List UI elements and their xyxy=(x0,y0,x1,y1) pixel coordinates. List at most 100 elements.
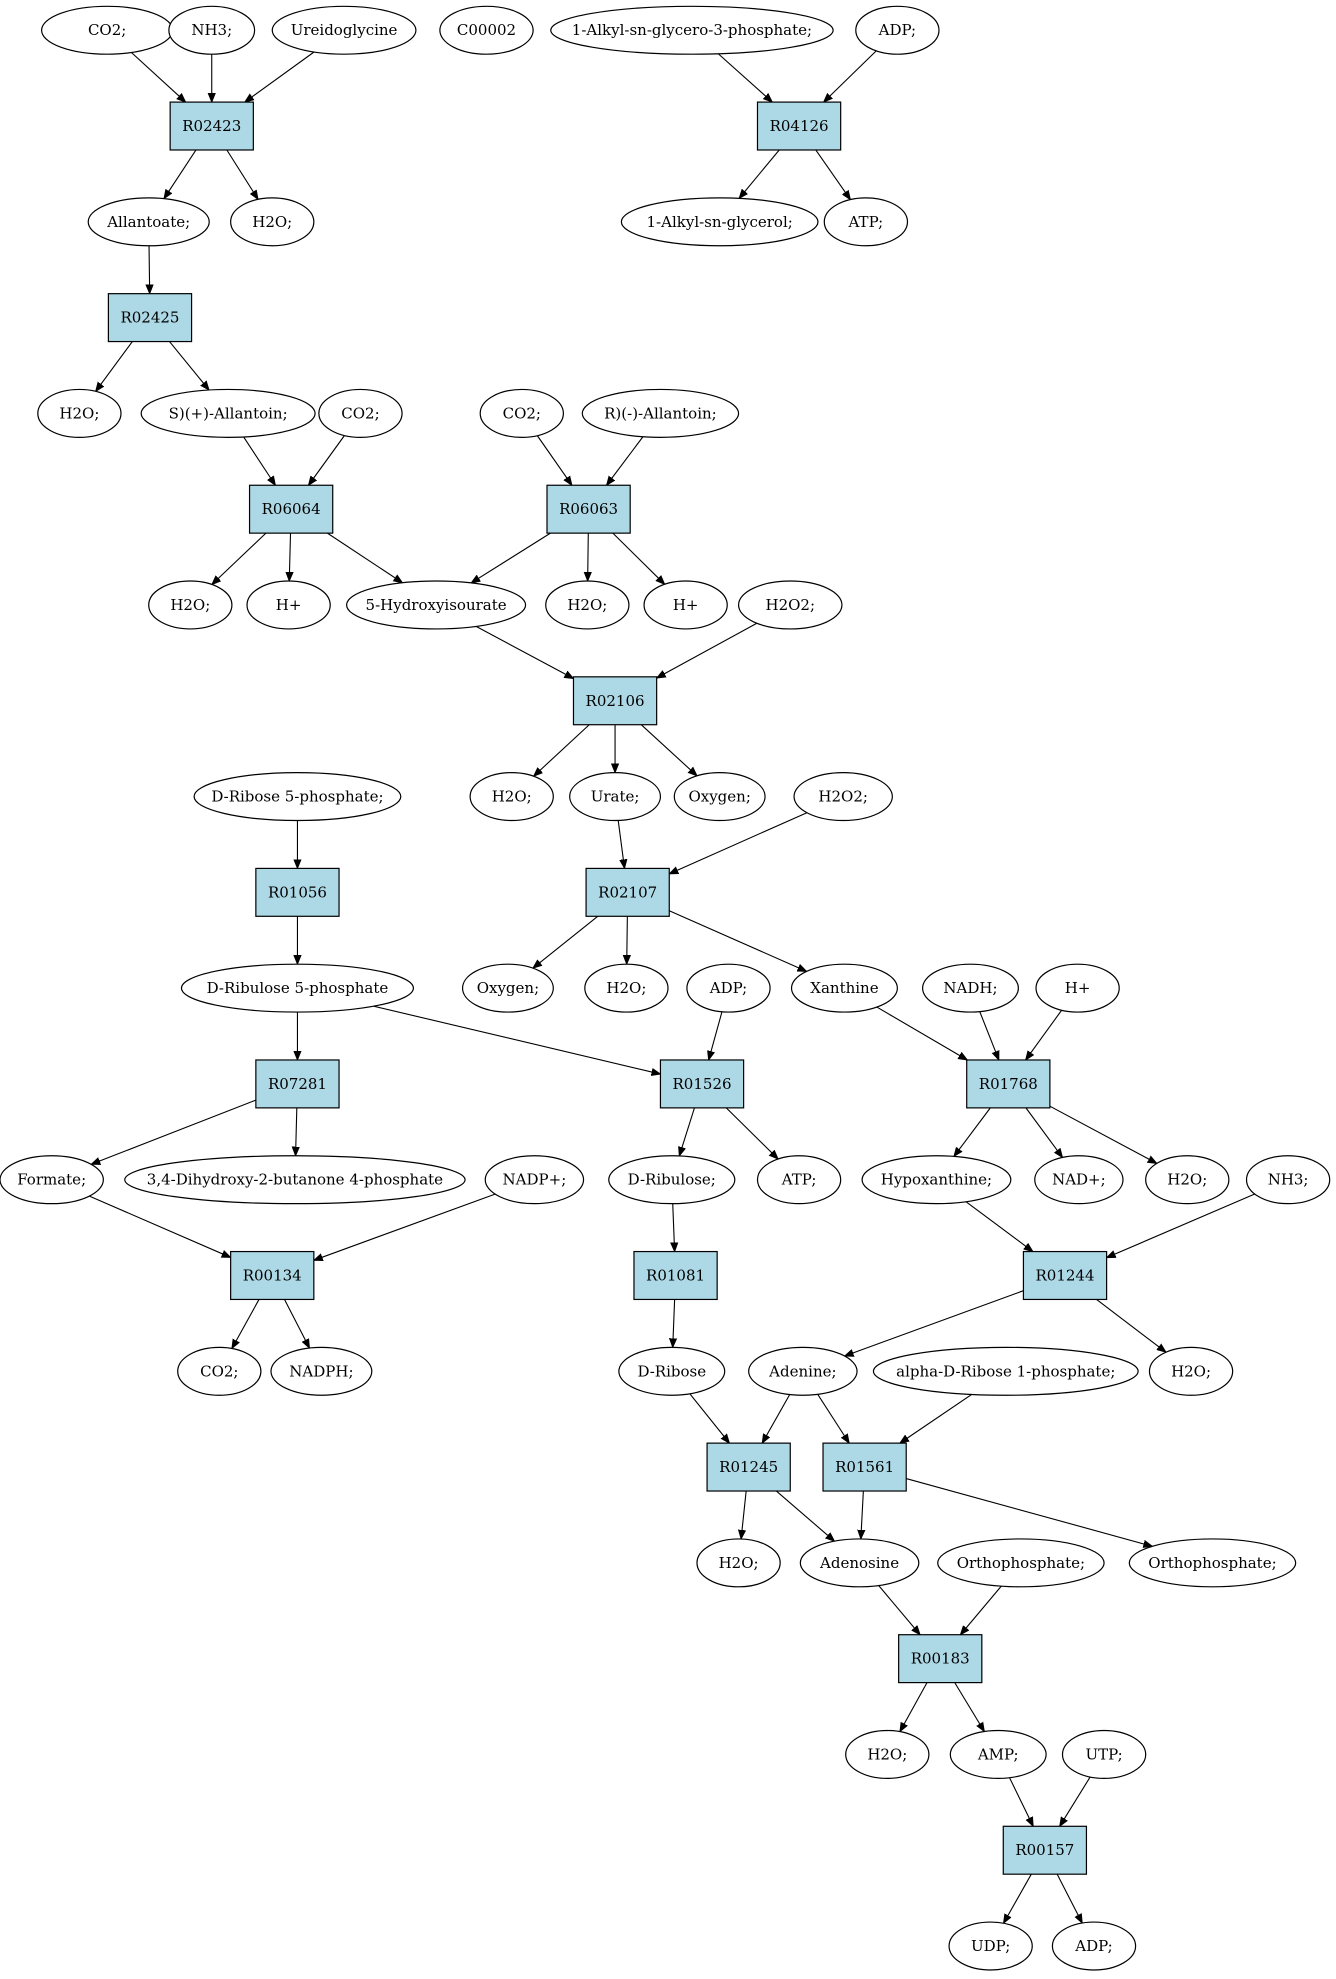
compound-node[interactable]: C00002 xyxy=(439,5,534,55)
reaction-node[interactable]: R06064 xyxy=(248,484,334,534)
compound-ellipse xyxy=(748,1346,858,1396)
compound-ellipse xyxy=(872,1346,1139,1396)
edge-arrow xyxy=(878,1585,920,1635)
compound-node[interactable]: H2O; xyxy=(148,580,233,630)
compound-node[interactable]: Adenosine xyxy=(799,1538,920,1588)
compound-ellipse xyxy=(439,5,534,55)
edge-arrow xyxy=(845,1290,1024,1356)
compound-node[interactable]: NADPH; xyxy=(270,1346,373,1396)
edge-arrow xyxy=(906,1478,1152,1547)
compound-node[interactable]: 1-Alkyl-sn-glycero-3-phosphate; xyxy=(550,5,834,55)
compound-node[interactable]: UDP; xyxy=(948,1921,1033,1971)
compound-node[interactable]: H2O; xyxy=(230,197,315,247)
edge-arrow xyxy=(533,915,599,968)
compound-node[interactable]: H2O; xyxy=(845,1729,930,1779)
compound-node[interactable]: CO2; xyxy=(479,388,564,438)
compound-node[interactable]: D-Ribulose 5-phosphate xyxy=(180,963,415,1013)
node-label: D-Ribose 5-phosphate; xyxy=(211,788,383,806)
compound-node[interactable]: Ureidoglycine xyxy=(271,5,417,55)
compound-node[interactable]: S)(+)-Allantoin; xyxy=(140,388,316,438)
compound-node[interactable]: NADP+; xyxy=(484,1155,585,1205)
compound-ellipse xyxy=(246,580,331,630)
reaction-node[interactable]: R01244 xyxy=(1022,1250,1108,1301)
compound-node[interactable]: H2O; xyxy=(696,1538,781,1588)
compound-node[interactable]: ADP; xyxy=(1051,1921,1137,1971)
compound-node[interactable]: Hypoxanthine; xyxy=(861,1155,1012,1205)
compound-node[interactable]: H2O; xyxy=(469,772,554,822)
reaction-node[interactable]: R01526 xyxy=(659,1059,745,1109)
compound-node[interactable]: UTP; xyxy=(1061,1729,1147,1779)
compound-node[interactable]: ADP; xyxy=(686,963,771,1013)
compound-node[interactable]: NH3; xyxy=(1245,1155,1331,1205)
compound-node[interactable]: H2O; xyxy=(37,388,122,438)
compound-node[interactable]: D-Ribulose; xyxy=(608,1155,736,1205)
reaction-node[interactable]: R00183 xyxy=(898,1634,983,1684)
compound-node[interactable]: alpha-D-Ribose 1-phosphate; xyxy=(872,1346,1139,1396)
compound-node[interactable]: Formate; xyxy=(0,1155,104,1205)
compound-node[interactable]: 1-Alkyl-sn-glycerol; xyxy=(620,197,819,247)
reaction-node[interactable]: R00134 xyxy=(230,1250,315,1301)
reaction-node[interactable]: R01056 xyxy=(255,867,340,917)
reaction-node[interactable]: R07281 xyxy=(255,1059,340,1109)
edge-arrow xyxy=(226,149,258,199)
compound-node[interactable]: H+ xyxy=(246,580,331,630)
compound-node[interactable]: Orthophosphate; xyxy=(937,1538,1105,1588)
compound-node[interactable]: H2O2; xyxy=(737,580,843,630)
reaction-node[interactable]: R01245 xyxy=(706,1442,791,1492)
compound-node[interactable]: AMP; xyxy=(949,1729,1047,1779)
compound-node[interactable]: H2O; xyxy=(584,963,669,1013)
compound-node[interactable]: Urate; xyxy=(569,772,662,822)
compound-node[interactable]: H2O; xyxy=(1148,1346,1234,1396)
compound-node[interactable]: H2O; xyxy=(1145,1155,1230,1205)
reaction-node[interactable]: R02106 xyxy=(572,676,658,726)
edge-arrow xyxy=(1026,1009,1063,1060)
compound-node[interactable]: ADP; xyxy=(855,5,940,55)
compound-node[interactable]: Adenine; xyxy=(748,1346,858,1396)
reaction-node[interactable]: R01768 xyxy=(966,1059,1051,1109)
compound-node[interactable]: NADH; xyxy=(921,963,1019,1013)
reaction-node[interactable]: R01081 xyxy=(633,1250,718,1301)
compound-node[interactable]: D-Ribose 5-phosphate; xyxy=(193,772,402,822)
compound-node[interactable]: Oxygen; xyxy=(673,772,766,822)
compound-node[interactable]: D-Ribose xyxy=(618,1346,726,1396)
compound-ellipse xyxy=(584,963,669,1013)
compound-node[interactable]: H2O; xyxy=(545,580,630,630)
reaction-node[interactable]: R02425 xyxy=(107,293,193,343)
reaction-node[interactable]: R00157 xyxy=(1002,1825,1088,1875)
edge-arrow xyxy=(709,1011,723,1060)
compound-node[interactable]: NAD+; xyxy=(1034,1155,1124,1205)
reaction-node[interactable]: R02423 xyxy=(169,101,254,151)
reaction-node[interactable]: R02107 xyxy=(585,867,670,917)
reaction-node[interactable]: R01561 xyxy=(822,1442,907,1492)
compound-ellipse xyxy=(1035,963,1120,1013)
compound-node[interactable]: ATP; xyxy=(756,1155,842,1205)
node-label: H2O; xyxy=(59,404,99,422)
compound-node[interactable]: 5-Hydroxyisourate xyxy=(346,580,527,630)
node-label: Xanthine xyxy=(810,979,878,997)
compound-ellipse xyxy=(124,1155,466,1205)
compound-node[interactable]: NH3; xyxy=(168,5,256,55)
edge-arrow xyxy=(954,1682,985,1732)
reaction-box xyxy=(633,1250,718,1301)
compound-ellipse xyxy=(855,5,940,55)
node-label: Allantoate; xyxy=(106,213,190,231)
compound-node[interactable]: Oxygen; xyxy=(461,963,554,1013)
compound-node[interactable]: Orthophosphate; xyxy=(1128,1538,1297,1588)
reaction-box xyxy=(572,676,658,726)
compound-node[interactable]: R)(-)-Allantoin; xyxy=(581,388,740,438)
compound-node[interactable]: CO2; xyxy=(40,5,174,55)
compound-node[interactable]: H+ xyxy=(1035,963,1120,1013)
compound-node[interactable]: CO2; xyxy=(318,388,403,438)
reaction-node[interactable]: R04126 xyxy=(756,101,842,151)
compound-node[interactable]: Allantoate; xyxy=(87,197,210,247)
edge-arrow xyxy=(1060,1776,1091,1826)
reaction-node[interactable]: R06063 xyxy=(546,484,631,534)
compound-node[interactable]: ATP; xyxy=(823,197,909,247)
compound-node[interactable]: 3,4-Dihydroxy-2-butanone 4-phosphate xyxy=(124,1155,466,1205)
compound-node[interactable]: H+ xyxy=(643,580,728,630)
node-label: H2O; xyxy=(867,1745,907,1763)
compound-node[interactable]: Xanthine xyxy=(790,963,898,1013)
compound-node[interactable]: CO2; xyxy=(177,1346,262,1396)
compound-node[interactable]: H2O2; xyxy=(793,772,893,822)
node-label: H2O; xyxy=(567,596,607,614)
